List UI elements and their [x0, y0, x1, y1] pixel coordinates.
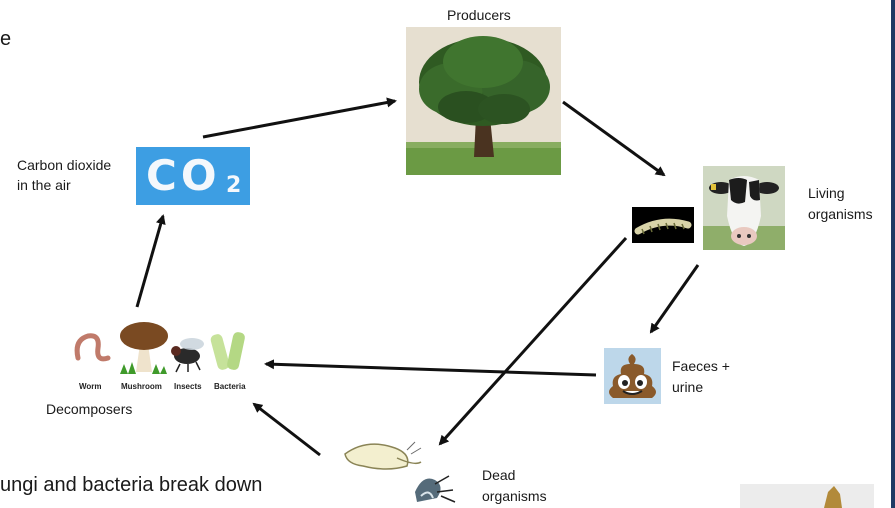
producers-label: Producers [447, 7, 511, 23]
arrow-producers-to-living [562, 100, 666, 177]
sub-label-bacteria: Bacteria [214, 382, 246, 391]
slide-bottom-text: ungi and bacteria break down [0, 474, 263, 496]
cow-image [703, 166, 785, 250]
dead-organisms-image [344, 441, 456, 503]
co2-label-line2: in the air [17, 177, 71, 193]
corner-image-fragment [740, 484, 874, 508]
co2-image: CO 2 [136, 147, 250, 205]
co2-label-line1: Carbon dioxide [17, 157, 112, 173]
arrow-co2-to-producers [202, 97, 397, 139]
poo-image [604, 348, 661, 404]
dead-label-line1: Dead [482, 467, 516, 483]
decomposers-label: Decomposers [46, 401, 133, 417]
co2-image-subscript: 2 [226, 173, 242, 198]
slide-frame-edge [891, 0, 895, 508]
sub-label-mushroom: Mushroom [121, 382, 162, 391]
living-label-line2: organisms [808, 206, 873, 222]
tree-image [406, 27, 561, 175]
arrow-living-to-dead [438, 236, 628, 446]
arrow-decomposers-to-co2 [135, 214, 166, 308]
co2-image-text: CO [146, 151, 221, 200]
sub-label-insects: Insects [174, 382, 202, 391]
faeces-label-line2: urine [672, 379, 704, 395]
living-label-line1: Living [808, 185, 845, 201]
dead-label-line2: organisms [482, 488, 547, 504]
faeces-label-line1: Faeces + [672, 358, 730, 374]
arrow-faeces-to-decomposers [264, 359, 597, 377]
decomposers-image [74, 322, 245, 374]
slide-text-fragment: e [0, 28, 12, 50]
sub-label-worm: Worm [79, 382, 102, 391]
arrow-living-to-faeces [649, 264, 700, 334]
caterpillar-image [632, 207, 694, 243]
arrow-dead-to-decomposers [252, 402, 321, 457]
